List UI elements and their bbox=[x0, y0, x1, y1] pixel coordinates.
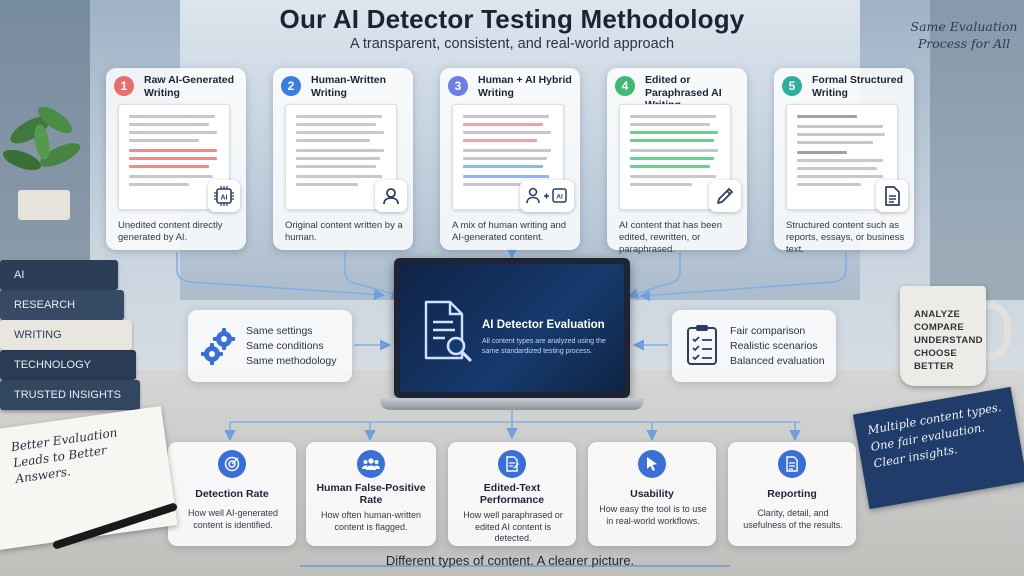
step-number: 5 bbox=[782, 76, 802, 96]
document-preview bbox=[118, 104, 230, 210]
footer-caption: Different types of content. A clearer pi… bbox=[385, 553, 635, 568]
ai-chip-label: AI bbox=[221, 195, 228, 202]
content-type-card: 5 Formal Structured Writing Structured c… bbox=[774, 68, 914, 255]
metric-description: How well paraphrased or edited AI conten… bbox=[463, 510, 563, 543]
card-description: A mix of human writing and AI-generated … bbox=[452, 220, 567, 243]
window-pillar-right bbox=[930, 0, 1024, 300]
edit-document-icon bbox=[498, 450, 526, 478]
pencil-icon bbox=[709, 180, 741, 212]
card-title: Raw AI-Generated Writing bbox=[144, 74, 235, 99]
metric-description: Clarity, detail, and usefulness of the r… bbox=[743, 508, 843, 530]
metric-card: Reporting Clarity, detail, and usefulnes… bbox=[728, 442, 856, 546]
metric-description: How often human-written content is flagg… bbox=[320, 510, 422, 532]
content-type-card: 3 Human + AI Hybrid Writing AI A mix of … bbox=[440, 68, 580, 250]
target-icon bbox=[218, 450, 246, 478]
book-spine: RESEARCH bbox=[0, 290, 124, 320]
blue-note-text: Multiple content types. One fair evaluat… bbox=[866, 399, 1003, 471]
card-description: AI content that has been edited, rewritt… bbox=[619, 220, 722, 255]
metric-card: Detection Rate How well AI-generated con… bbox=[168, 442, 296, 546]
notebook-note: Better Evaluation Leads to Better Answer… bbox=[10, 425, 119, 486]
page-title: Our AI Detector Testing Methodology bbox=[279, 4, 745, 34]
group-icon bbox=[357, 450, 385, 478]
metric-card: Human False-Positive Rate How often huma… bbox=[306, 442, 436, 546]
content-type-card: 4 Edited or Paraphrased AI Writing AI co… bbox=[607, 68, 747, 255]
gears-icon bbox=[201, 328, 235, 365]
consistency-panel: Same settings Same conditions Same metho… bbox=[188, 310, 352, 382]
card-description: Original content written by a human. bbox=[285, 220, 403, 243]
content-type-card: 2 Human-Written Writing Original content… bbox=[273, 68, 413, 250]
panel-line: Balanced evaluation bbox=[730, 355, 825, 367]
book-spine: AI bbox=[0, 260, 118, 290]
notebook: Better Evaluation Leads to Better Answer… bbox=[0, 406, 178, 550]
page-subtitle: A transparent, consistent, and real-worl… bbox=[349, 36, 675, 52]
panel-line: Fair comparison bbox=[730, 325, 806, 337]
mug-line: UNDERSTAND bbox=[914, 335, 983, 346]
step-number: 1 bbox=[114, 76, 134, 96]
card-title: Formal Structured Writing bbox=[812, 74, 904, 99]
metric-card: Usability How easy the tool is to use in… bbox=[588, 442, 716, 546]
mug-line: ANALYZE bbox=[914, 309, 961, 320]
coffee-mug: ANALYZE COMPARE UNDERSTAND CHOOSE BETTER bbox=[900, 286, 986, 386]
laptop-base bbox=[380, 398, 644, 410]
plant-icon bbox=[3, 106, 81, 220]
book-spine: TRUSTED INSIGHTS bbox=[0, 380, 140, 410]
mug-line: COMPARE bbox=[914, 322, 964, 333]
panel-line: Same conditions bbox=[246, 340, 324, 352]
mug-line: CHOOSE BETTER bbox=[914, 348, 957, 372]
panel-line: Realistic scenarios bbox=[730, 340, 818, 352]
panel-line: Same settings bbox=[246, 325, 313, 337]
metric-card: Edited-Text Performance How well paraphr… bbox=[448, 442, 576, 546]
book-spine: WRITING bbox=[0, 320, 132, 350]
metric-description: How well AI-generated content is identif… bbox=[187, 508, 279, 530]
evaluation-description: All content types are analyzed using the… bbox=[482, 338, 606, 355]
metric-title: Human False-Positive Rate bbox=[316, 482, 426, 506]
corner-handwritten-note: Same Evaluation Process for All bbox=[910, 19, 1018, 51]
step-number: 4 bbox=[615, 76, 635, 96]
person-plus-ai-icon: AI bbox=[520, 180, 574, 212]
mug-handle bbox=[978, 302, 1011, 360]
metric-title: Detection Rate bbox=[195, 488, 269, 500]
metric-title: Edited-Text Performance bbox=[479, 482, 545, 506]
checklist-icon bbox=[687, 325, 717, 365]
panel-line: Same methodology bbox=[246, 355, 337, 367]
evaluation-display: AI Detector Evaluation All content types… bbox=[400, 264, 624, 392]
metric-title: Usability bbox=[630, 488, 674, 500]
ai-chip-icon: AI bbox=[208, 180, 240, 212]
card-description: Structured content such as reports, essa… bbox=[786, 220, 905, 255]
step-number: 2 bbox=[281, 76, 301, 96]
report-icon bbox=[778, 450, 806, 478]
book-spine: TECHNOLOGY bbox=[0, 350, 136, 380]
fairness-panel: Fair comparison Realistic scenarios Bala… bbox=[672, 310, 836, 382]
laptop-screen: AI Detector Evaluation All content types… bbox=[394, 258, 630, 398]
metric-title: Reporting bbox=[767, 488, 817, 500]
metric-description: How easy the tool is to use in real-worl… bbox=[599, 504, 707, 526]
person-icon bbox=[375, 180, 407, 212]
document-search-icon bbox=[424, 300, 472, 362]
content-type-card: 1 Raw AI-Generated Writing AI Unedited c… bbox=[106, 68, 246, 250]
card-title: Human + AI Hybrid Writing bbox=[478, 74, 572, 99]
evaluation-title: AI Detector Evaluation bbox=[482, 319, 605, 331]
card-title: Human-Written Writing bbox=[311, 74, 387, 99]
step-number: 3 bbox=[448, 76, 468, 96]
card-title: Edited or Paraphrased AI Writing bbox=[645, 74, 722, 111]
document-icon bbox=[876, 180, 908, 212]
cursor-icon bbox=[638, 450, 666, 478]
card-description: Unedited content directly generated by A… bbox=[118, 220, 223, 243]
ai-chip-label: AI bbox=[556, 194, 563, 201]
